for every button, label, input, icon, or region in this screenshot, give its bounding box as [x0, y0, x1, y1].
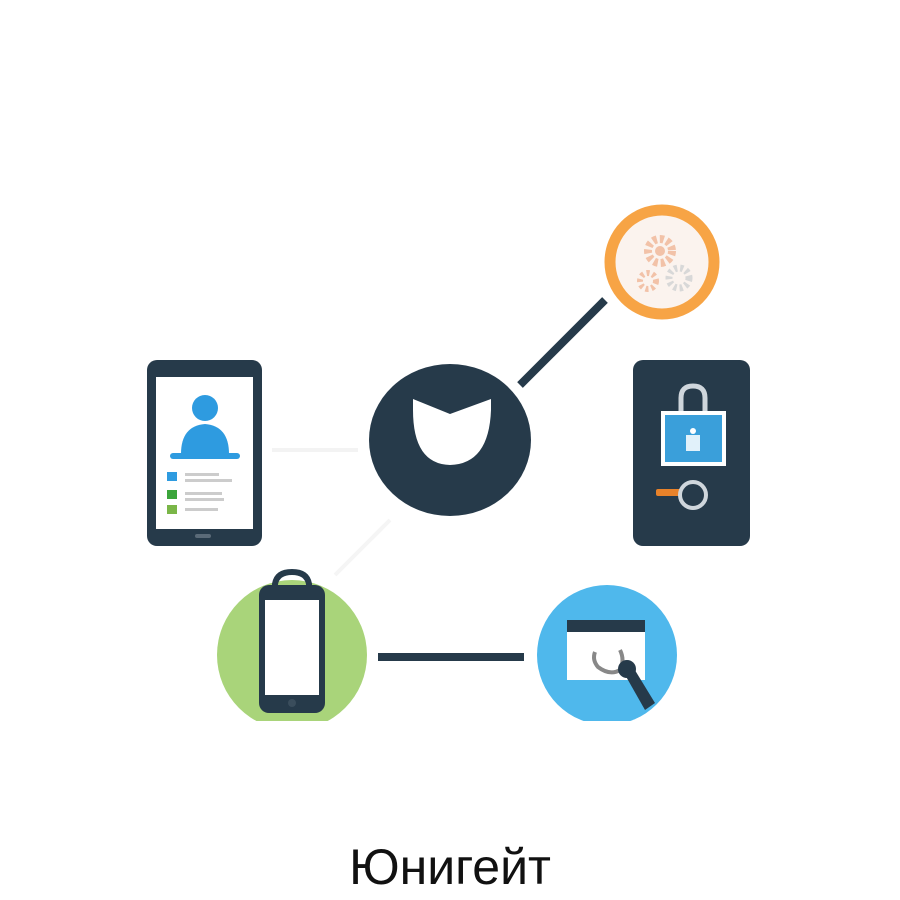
door-lock-icon	[633, 360, 750, 546]
tablet-profile-icon	[147, 360, 262, 546]
gears-icon	[604, 204, 720, 320]
brand-caption: Юнигейт	[349, 839, 551, 895]
connector-hub-gears	[517, 297, 608, 388]
mobile-phone-icon	[217, 568, 367, 721]
browser-key-icon	[537, 585, 677, 721]
shield-hub-icon	[369, 364, 531, 516]
connector-hub-phone	[333, 518, 392, 577]
